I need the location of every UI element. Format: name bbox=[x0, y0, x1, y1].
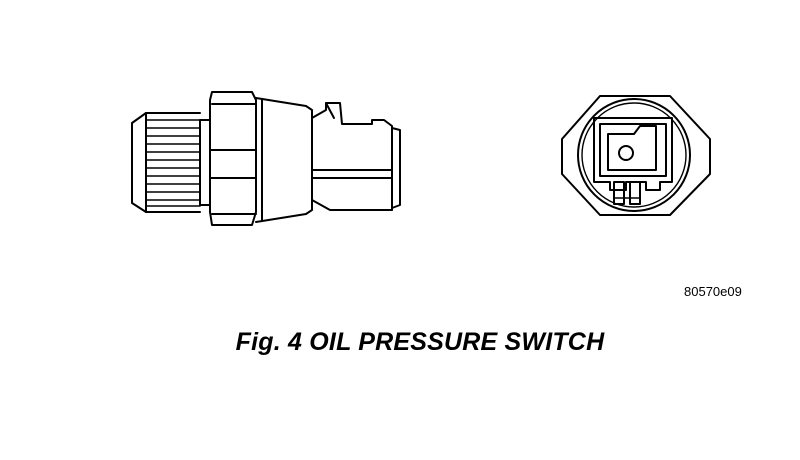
terminal-pins bbox=[613, 181, 641, 205]
figure-caption: Fig. 4 OIL PRESSURE SWITCH bbox=[235, 328, 605, 356]
hex-outline bbox=[561, 95, 711, 216]
relief-collar bbox=[199, 119, 211, 206]
terminal-hole bbox=[618, 145, 634, 161]
connector-shroud bbox=[593, 117, 673, 191]
figure-reference-code: 80570e09 bbox=[684, 284, 742, 299]
switch-end-view bbox=[561, 95, 711, 216]
hex-nut bbox=[209, 91, 257, 226]
body-circle bbox=[577, 98, 691, 212]
switch-side-view bbox=[131, 91, 401, 226]
electrical-connector bbox=[311, 102, 401, 211]
switch-body bbox=[255, 97, 313, 223]
threaded-fitting bbox=[131, 112, 201, 213]
